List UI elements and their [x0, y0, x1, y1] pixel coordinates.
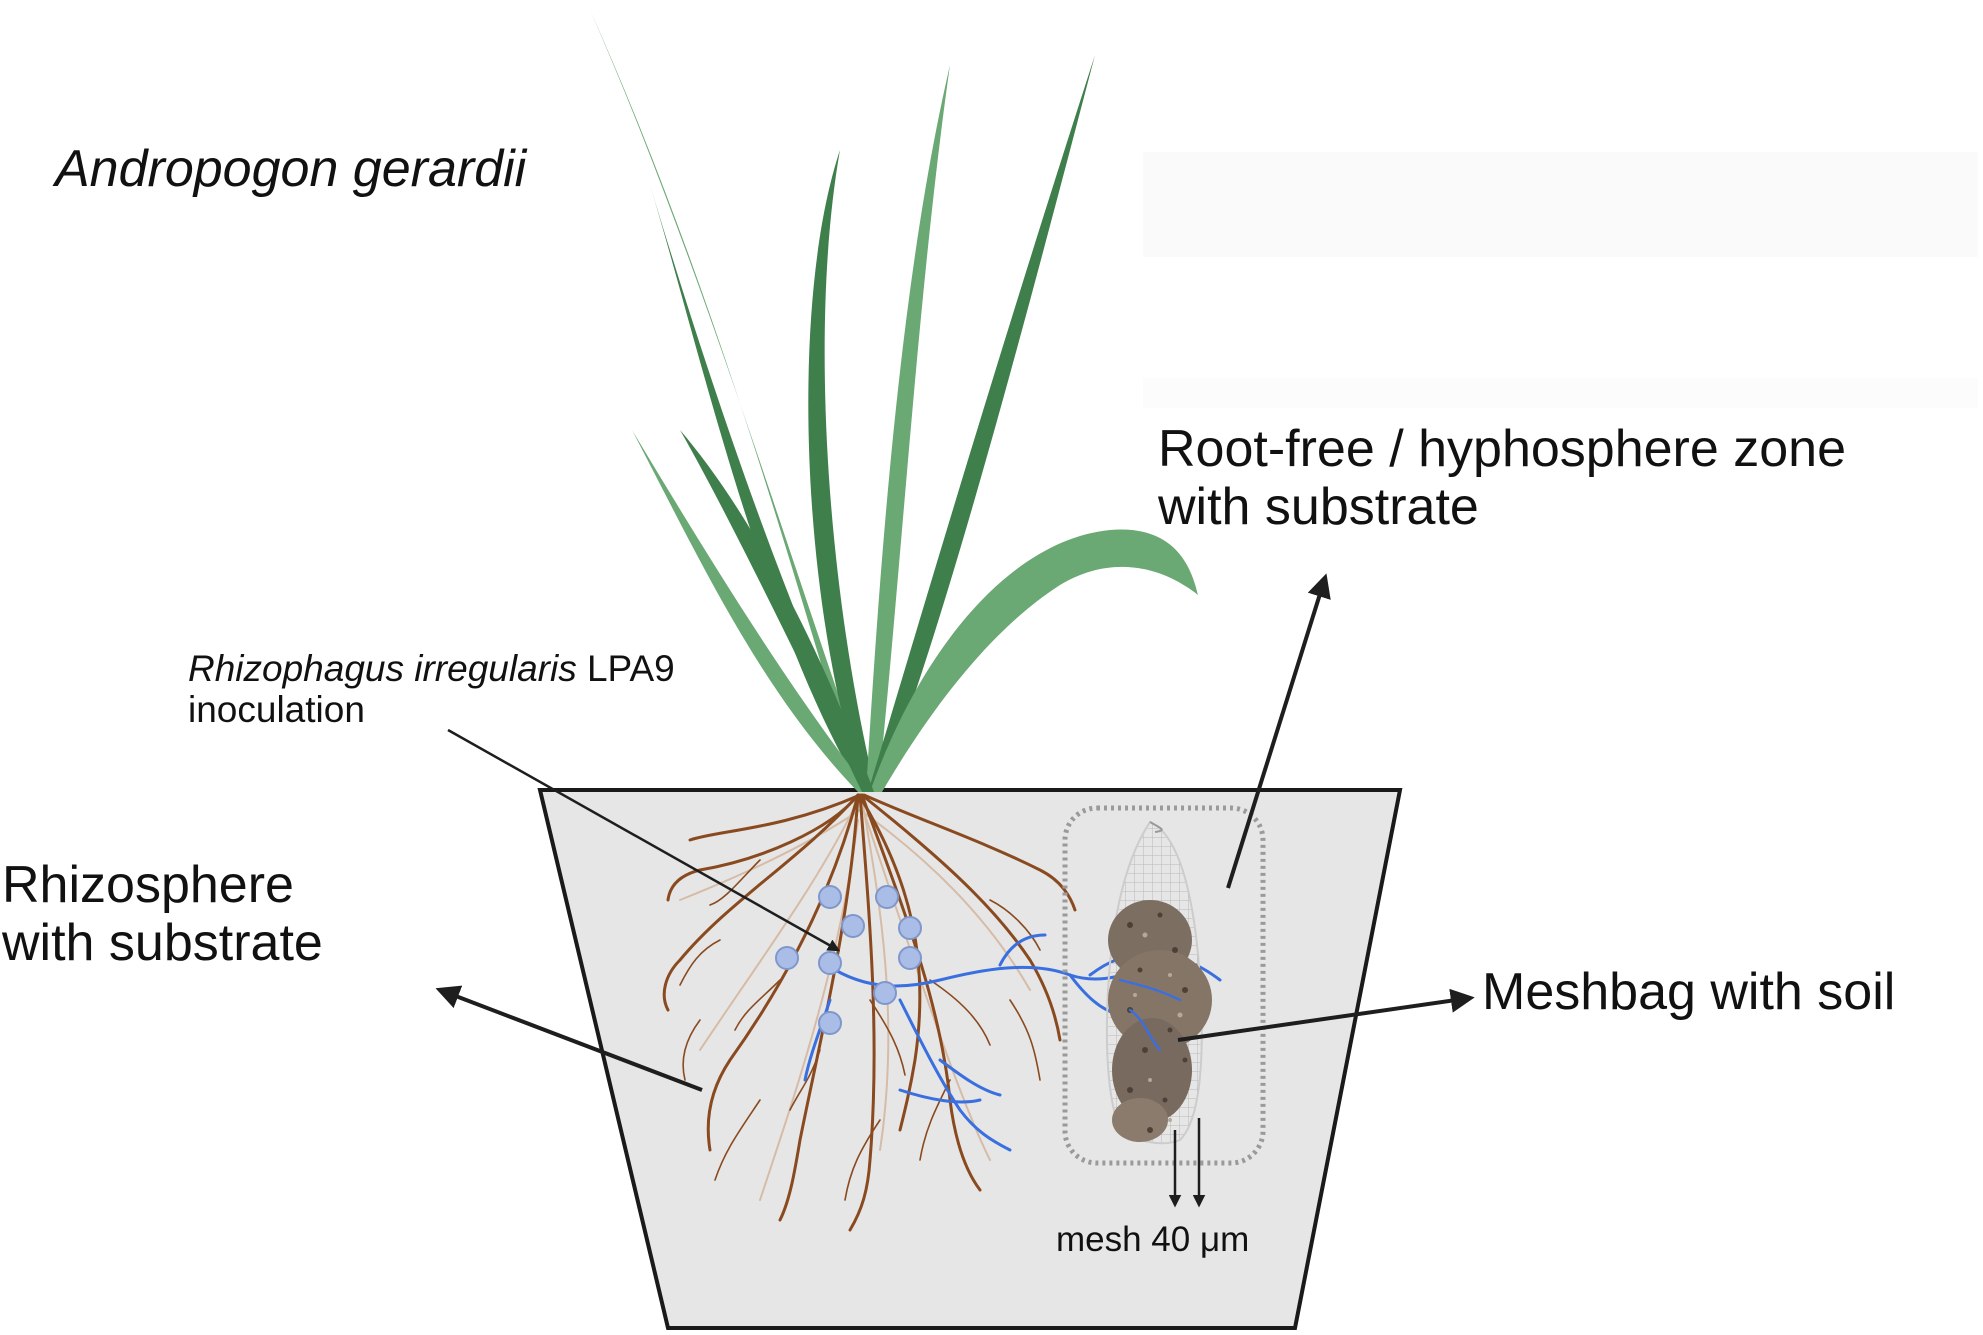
inoculation-arrow [447, 728, 841, 952]
meshbag-tip [1149, 821, 1163, 833]
fungus-species-name: Rhizophagus irregularis [188, 648, 577, 689]
root-free-arrow [1226, 573, 1331, 889]
inoculation-label: Rhizophagus irregularis LPA9 inoculation [188, 648, 675, 731]
mesh-size-label: mesh 40 μm [1056, 1220, 1250, 1259]
background-panel [1143, 152, 1978, 257]
meshbag-arrow [1177, 988, 1475, 1042]
root-free-zone-line1: Root-free / hyphosphere zone [1158, 420, 1846, 478]
root-system [662, 793, 1077, 1232]
root-free-compartment [1062, 805, 1266, 1166]
fungus-strain: LPA9 [576, 648, 675, 689]
root-free-zone-label: Root-free / hyphosphere zone with substr… [1158, 420, 1846, 536]
rhizosphere-line2: with substrate [2, 914, 323, 973]
background-panel [1143, 378, 1978, 408]
soil-aggregate [1108, 900, 1212, 1142]
inoculation-line1: Rhizophagus irregularis LPA9 [188, 648, 675, 689]
root-free-zone-line2: with substrate [1158, 478, 1479, 537]
meshbag-hyphae [1118, 978, 1182, 1052]
inoculation-line2: inoculation [188, 689, 365, 731]
spores [775, 885, 922, 1035]
rhizosphere-arrow [435, 985, 703, 1092]
grass-leaves [590, 10, 1198, 792]
meshbag-label: Meshbag with soil [1482, 963, 1896, 1021]
rhizosphere-line1: Rhizosphere [2, 856, 294, 914]
pot [537, 788, 1403, 1330]
species-title: Andropogon gerardii [55, 140, 527, 198]
rhizosphere-label: Rhizosphere with substrate [2, 856, 323, 972]
